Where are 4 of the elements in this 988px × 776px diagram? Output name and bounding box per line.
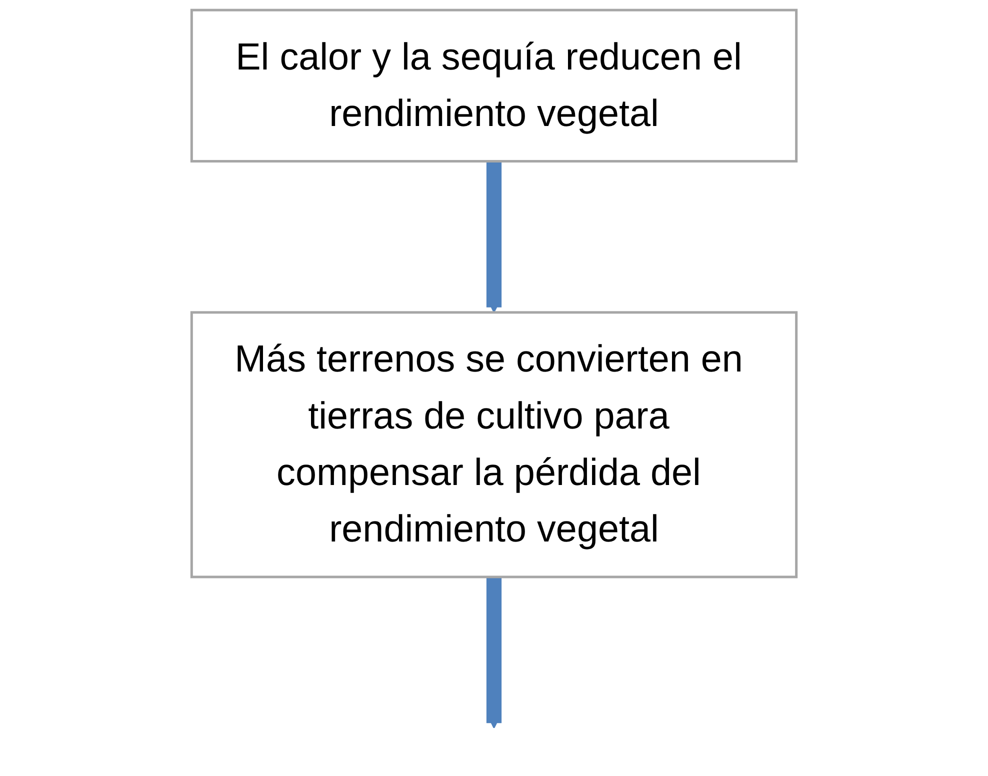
node-box: Más terrenos se convierten en tierras de cultivo para compensar la pérdida del rendimiento vegetal: [190, 311, 798, 578]
node-box: El calor y la sequía reducen el rendimiento vegetal: [190, 8, 798, 162]
arrow: [486, 576, 502, 729]
arrow: [486, 161, 502, 313]
